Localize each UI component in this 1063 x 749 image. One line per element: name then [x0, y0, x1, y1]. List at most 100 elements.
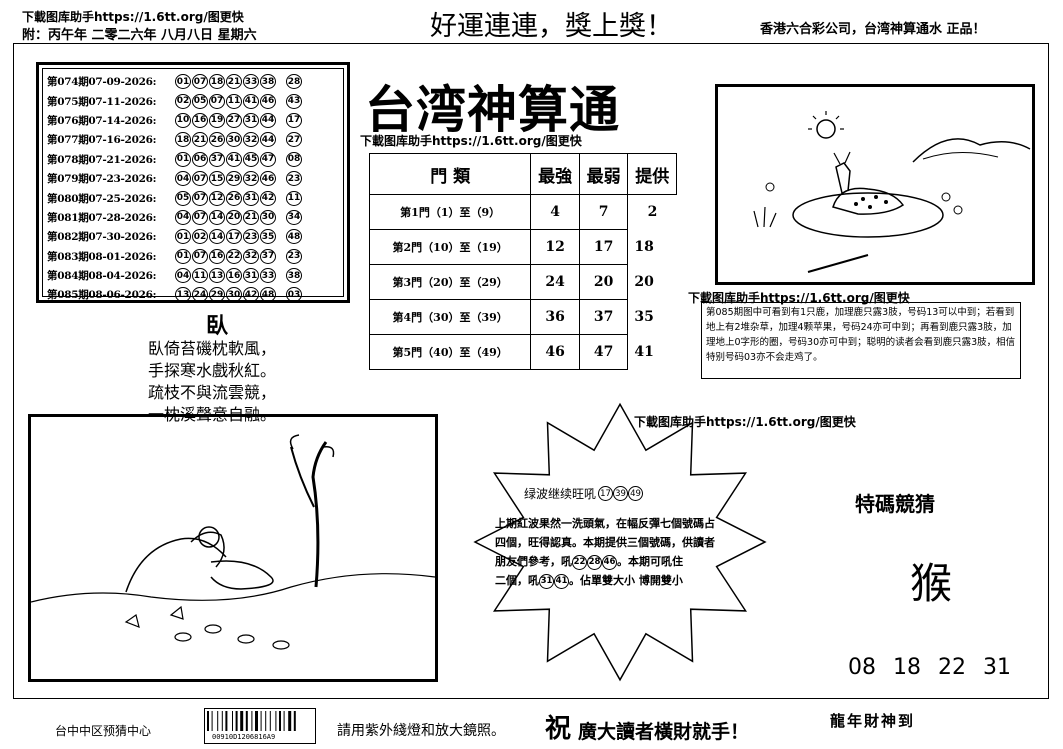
star-ball: 28	[587, 554, 602, 570]
gate-provide: 41	[634, 344, 654, 360]
result-special-ball: 48	[286, 229, 302, 245]
result-period: 第078期07-21-2026:	[47, 153, 157, 166]
gate-strong: 36	[530, 299, 580, 335]
result-ball: 13	[175, 287, 191, 303]
gate-weak: 17	[578, 229, 629, 265]
result-ball: 12	[209, 190, 225, 206]
page-title: 台湾神算通	[365, 80, 620, 139]
result-ball: 21	[192, 132, 208, 148]
result-ball: 45	[243, 151, 259, 167]
reclining-man-illustration	[30, 434, 436, 650]
result-ball: 07	[192, 171, 208, 187]
result-special-ball: 38	[286, 268, 302, 284]
star-text: 上期紅波果然一洗頭氣，在幅反彈七個號碼占 四個，旺得認真。本期提供三個號碼，供讀…	[495, 514, 755, 590]
result-ball: 01	[175, 248, 191, 264]
result-ball: 37	[209, 151, 225, 167]
star-line: 上期紅波果然一洗頭氣，在幅反彈七個號碼占	[495, 517, 715, 530]
result-period: 第077期07-16-2026:	[47, 134, 157, 147]
result-ball: 14	[209, 229, 225, 245]
deer-clue-text: 第085期图中可看到有1只鹿，加理鹿只露3肢，号码13可以中到；若看到地上有2堆…	[701, 302, 1021, 379]
gates-header-provide: 提供	[627, 153, 677, 195]
poem-line: 疏枝不與流雲競，	[148, 383, 277, 402]
result-ball: 35	[260, 229, 276, 245]
result-ball: 26	[226, 190, 242, 206]
star-download-note: 下載图库助手https://1.6tt.org/图更快	[634, 415, 856, 429]
result-ball: 05	[192, 93, 208, 109]
result-ball: 30	[260, 209, 276, 225]
footer-wish: 廣大讀者橫財就手！	[578, 721, 750, 743]
result-ball: 01	[175, 229, 191, 245]
poem: 臥倚苔磯枕軟風， 手探寒水戲秋紅。 疏枝不與流雲競， 一枕溪聲意自融。	[148, 338, 276, 426]
gate-provide: 20	[634, 274, 654, 290]
result-period: 第083期08-01-2026:	[47, 250, 157, 263]
gate-label: 第3門（20）至（29）	[368, 264, 532, 300]
main-frame	[13, 43, 1049, 699]
result-ball: 16	[226, 268, 242, 284]
star-ball: 39	[613, 486, 629, 501]
star-line-text: 朋友們參考，吼	[495, 555, 572, 568]
header-slogan: 好運連連，獎上獎！	[430, 11, 673, 42]
result-period: 第076期07-14-2026:	[47, 114, 157, 127]
gate-strong: 24	[530, 264, 580, 300]
gates-header-strong: 最強	[530, 153, 580, 195]
result-ball: 47	[260, 151, 276, 167]
result-ball: 44	[260, 112, 276, 128]
deer-download-note: 下載图库助手https://1.6tt.org/图更快	[688, 291, 910, 305]
result-ball: 46	[260, 171, 276, 187]
star-head-label: 绿波继续旺吼	[524, 487, 597, 501]
star-burst	[473, 402, 767, 682]
gate-label: 第1門（1）至（9）	[368, 194, 532, 230]
result-ball: 44	[260, 132, 276, 148]
result-ball: 21	[226, 74, 242, 90]
result-special-ball: 27	[286, 132, 302, 148]
result-special-ball: 08	[286, 151, 302, 167]
poem-title: 臥	[206, 313, 229, 339]
gates-header-weak: 最弱	[578, 153, 629, 195]
result-special-ball: 28	[286, 74, 302, 90]
result-ball: 31	[243, 190, 259, 206]
result-ball: 11	[226, 93, 242, 109]
footer-center-name: 台中中区预猜中心	[55, 724, 152, 738]
barcode	[204, 708, 316, 744]
star-line-text: 。本期可吼住	[617, 555, 683, 568]
result-ball: 16	[192, 112, 208, 128]
gates-header-category: 門 類	[368, 153, 532, 195]
result-ball: 41	[226, 151, 242, 167]
result-ball: 15	[209, 171, 225, 187]
result-ball: 48	[260, 287, 276, 303]
result-ball: 27	[226, 112, 242, 128]
result-ball: 07	[192, 248, 208, 264]
result-period: 第084期08-04-2026:	[47, 270, 157, 283]
result-ball: 30	[226, 132, 242, 148]
result-ball: 11	[192, 268, 208, 284]
header-company: 香港六合彩公司，台湾神算通水 正品！	[760, 22, 986, 37]
result-ball: 07	[209, 93, 225, 109]
result-ball: 41	[243, 93, 259, 109]
gate-strong: 12	[530, 229, 580, 265]
result-ball: 16	[209, 248, 225, 264]
poem-line: 臥倚苔磯枕軟風，	[148, 339, 277, 358]
star-ball: 41	[554, 573, 569, 589]
